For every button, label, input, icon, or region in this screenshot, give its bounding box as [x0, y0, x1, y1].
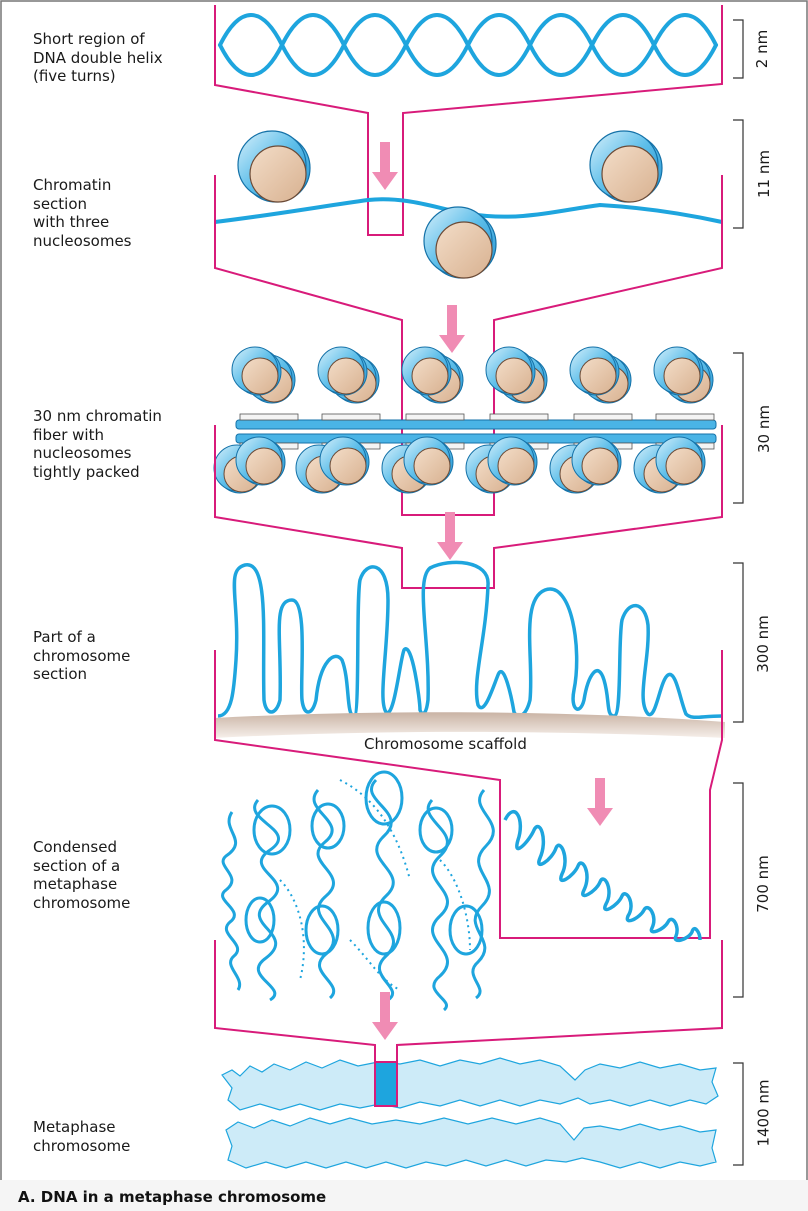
scale-bar-6 — [733, 1063, 743, 1165]
scaffold-dotted — [280, 780, 470, 990]
zoom-frame-1 — [215, 5, 722, 235]
centromere-highlight — [375, 1062, 397, 1106]
chromosome-loops — [218, 562, 722, 717]
arrow-4-icon — [587, 778, 613, 826]
label-chromatin: Chromatin section with three nucleosomes — [33, 176, 131, 250]
scale-label-700nm: 700 nm — [754, 855, 772, 913]
label-chromosome-part: Part of a chromosome section — [33, 628, 130, 684]
scale-label-300nm: 300 nm — [754, 615, 772, 673]
scale-bar-2 — [733, 120, 743, 228]
chromatin-fiber-30nm — [214, 347, 716, 493]
scale-label-2nm: 2 nm — [753, 30, 771, 68]
scale-bar-5 — [733, 783, 743, 997]
arrow-3-icon — [437, 512, 463, 560]
zoom-frame-4b — [710, 650, 722, 938]
arrow-5-icon — [372, 992, 398, 1040]
scale-label-1400nm: 1400 nm — [755, 1079, 773, 1146]
arrow-1-icon — [372, 142, 398, 190]
zoom-frame-4 — [215, 650, 710, 938]
scale-bar-1 — [733, 20, 743, 78]
condensed-coils — [223, 772, 494, 1010]
nucleosome-left — [238, 131, 310, 202]
arrow-2-icon — [439, 305, 465, 353]
scale-bar-4 — [733, 563, 743, 722]
scale-label-30nm: 30 nm — [755, 405, 773, 453]
figure-caption: A. DNA in a metaphase chromosome — [18, 1188, 326, 1206]
label-fiber: 30 nm chromatin fiber with nucleosomes t… — [33, 407, 162, 481]
label-dna-helix: Short region of DNA double helix (five t… — [33, 30, 163, 86]
label-condensed: Condensed section of a metaphase chromos… — [33, 838, 130, 912]
scale-label-11nm: 11 nm — [755, 150, 773, 198]
dna-helix — [220, 15, 716, 75]
metaphase-chromosome — [222, 1058, 718, 1168]
label-chromosome-scaffold: Chromosome scaffold — [364, 735, 527, 753]
scale-bar-3 — [733, 353, 743, 503]
coiled-extension — [505, 812, 700, 941]
nucleosome-right — [590, 131, 662, 202]
label-metaphase: Metaphase chromosome — [33, 1118, 130, 1155]
